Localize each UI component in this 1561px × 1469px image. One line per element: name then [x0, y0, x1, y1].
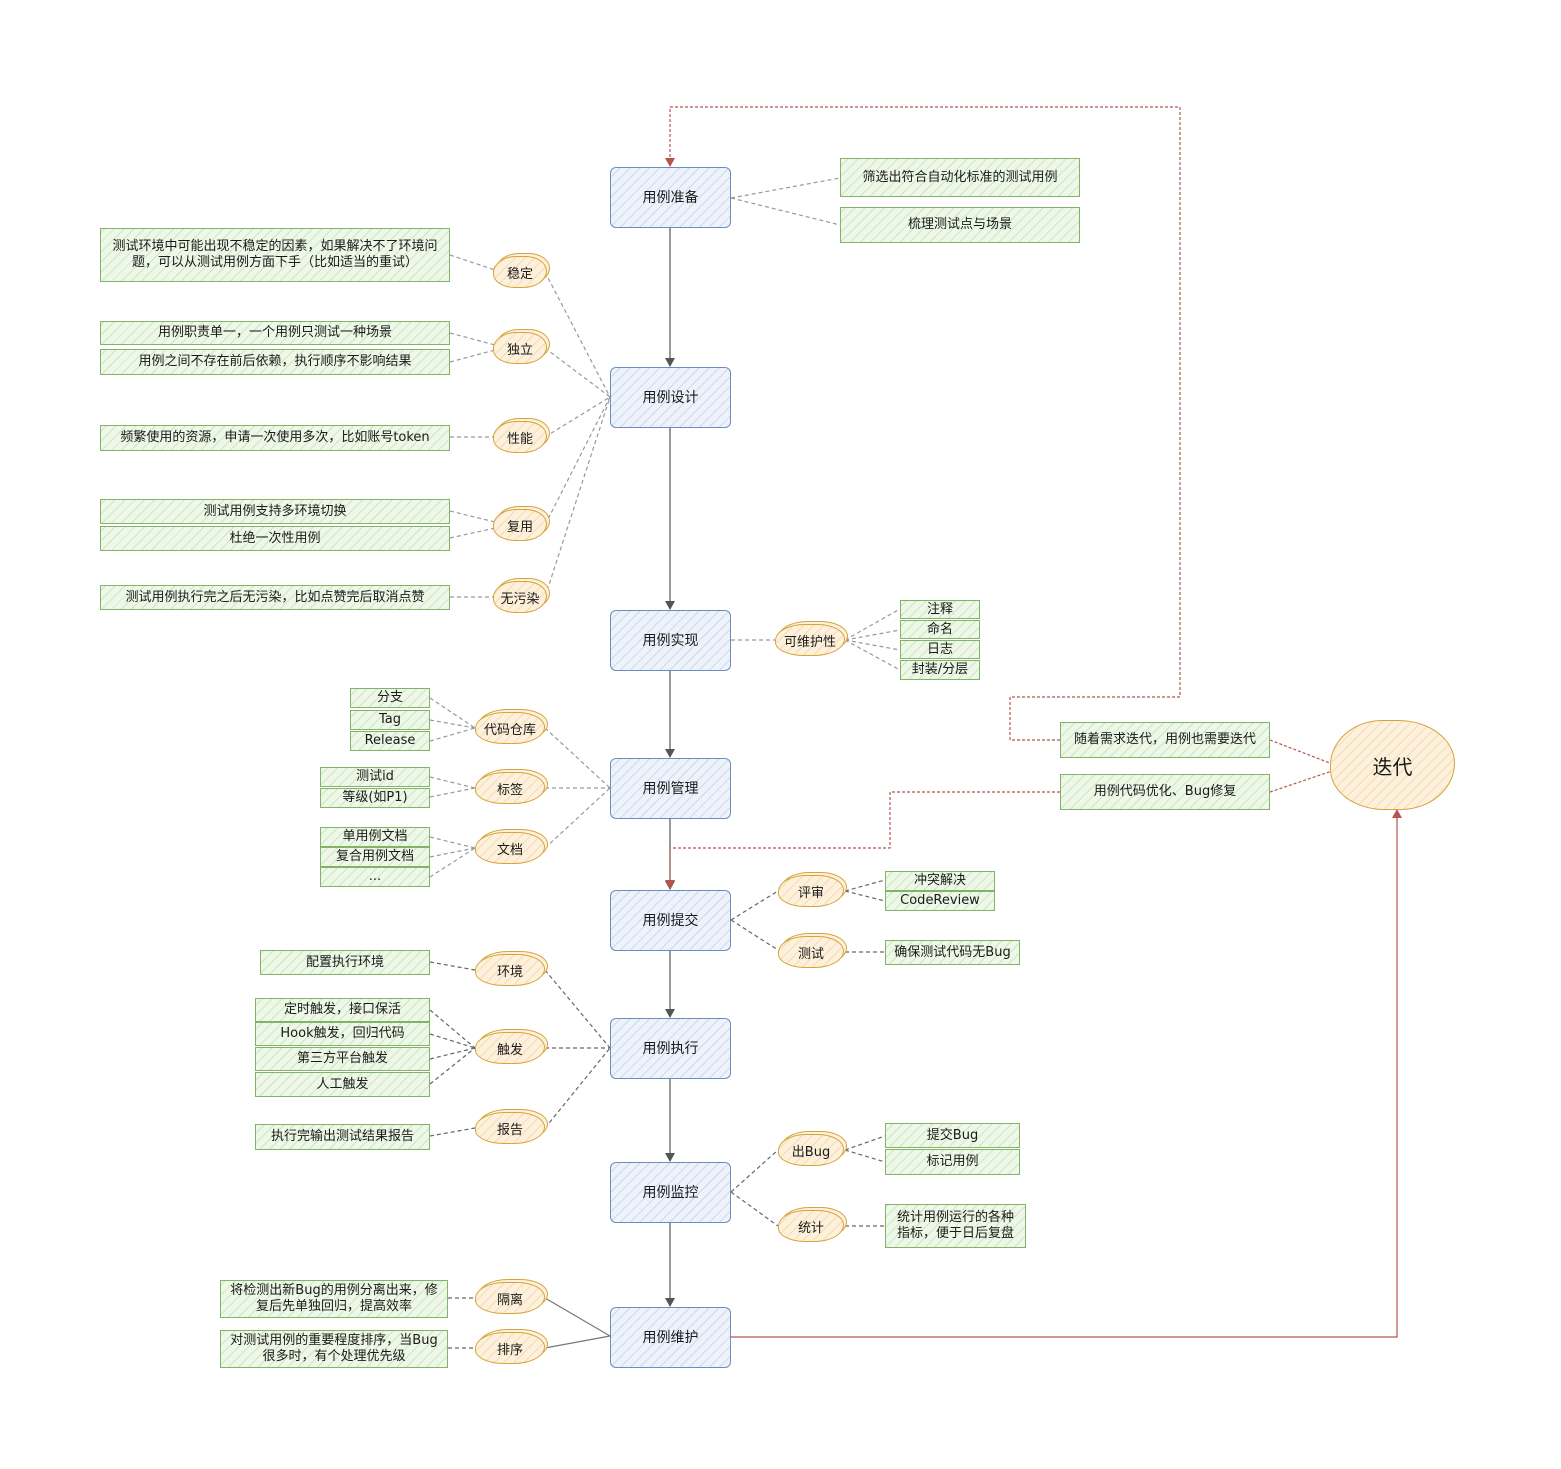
submit-test-cloud: 测试	[778, 936, 844, 968]
execute-report-cloud: 报告	[475, 1112, 545, 1144]
iteration-item-optimize: 用例代码优化、Bug修复	[1060, 774, 1270, 810]
step-implement[interactable]: 用例实现	[610, 610, 731, 671]
manage-tag-id: 测试id	[320, 767, 430, 787]
manage-doc-single: 单用例文档	[320, 827, 430, 847]
execute-env-cloud: 环境	[475, 954, 545, 986]
manage-tag-cloud: 标签	[475, 772, 545, 804]
execute-trigger-cloud: 触发	[475, 1032, 545, 1064]
manage-doc-more: ...	[320, 867, 430, 887]
execute-report-text: 执行完输出测试结果报告	[255, 1124, 430, 1150]
step-prepare[interactable]: 用例准备	[610, 167, 731, 228]
implement-item-layering: 封装/分层	[900, 660, 980, 680]
step-monitor[interactable]: 用例监控	[610, 1162, 731, 1223]
step-execute[interactable]: 用例执行	[610, 1018, 731, 1079]
design-performance-cloud: 性能	[493, 421, 547, 453]
implement-item-log: 日志	[900, 640, 980, 659]
manage-repo-release: Release	[350, 731, 430, 751]
prepare-sort-points: 梳理测试点与场景	[840, 207, 1080, 243]
manage-repo-branch: 分支	[350, 688, 430, 708]
loop-to-submit	[665, 791, 1060, 889]
design-clean-cloud: 无污染	[493, 581, 547, 613]
step-submit[interactable]: 用例提交	[610, 890, 731, 951]
execute-env-text: 配置执行环境	[260, 950, 430, 975]
execute-trigger-thirdparty: 第三方平台触发	[255, 1047, 430, 1071]
execute-trigger-schedule: 定时触发，接口保活	[255, 998, 430, 1022]
design-reuse-item-1: 测试用例支持多环境切换	[100, 499, 450, 524]
submit-review-codereview: CodeReview	[885, 891, 995, 911]
manage-repo-cloud: 代码仓库	[475, 712, 545, 744]
maintain-isolate-cloud: 隔离	[475, 1282, 545, 1314]
step-manage[interactable]: 用例管理	[610, 758, 731, 819]
implement-maintainability-cloud: 可维护性	[775, 624, 845, 656]
design-reuse-item-2: 杜绝一次性用例	[100, 526, 450, 551]
maintain-sort-text: 对测试用例的重要程度排序，当Bug很多时，有个处理优先级	[220, 1330, 448, 1368]
loop-to-prepare	[665, 106, 1181, 741]
design-reuse-cloud: 复用	[493, 509, 547, 541]
iteration-cloud: 迭代	[1330, 720, 1455, 810]
design-independent-item-1: 用例职责单一，一个用例只测试一种场景	[100, 321, 450, 345]
maintain-isolate-text: 将检测出新Bug的用例分离出来，修复后先单独回归，提高效率	[220, 1280, 448, 1318]
execute-trigger-manual: 人工触发	[255, 1072, 430, 1097]
manage-doc-cloud: 文档	[475, 832, 545, 864]
design-performance-text: 频繁使用的资源，申请一次使用多次，比如账号token	[100, 425, 450, 451]
design-stable-cloud: 稳定	[493, 256, 547, 288]
step-maintain[interactable]: 用例维护	[610, 1307, 731, 1368]
submit-review-conflict: 冲突解决	[885, 871, 995, 891]
manage-tag-level: 等级(如P1)	[320, 788, 430, 808]
prepare-filter: 筛选出符合自动化标准的测试用例	[840, 158, 1080, 197]
implement-item-naming: 命名	[900, 620, 980, 639]
execute-trigger-hook: Hook触发，回归代码	[255, 1022, 430, 1046]
design-stable-text: 测试环境中可能出现不稳定的因素，如果解决不了环境问题，可以从测试用例方面下手（比…	[100, 228, 450, 282]
maintain-sort-cloud: 排序	[475, 1332, 545, 1364]
iteration-item-demand: 随着需求迭代，用例也需要迭代	[1060, 722, 1270, 758]
step-design[interactable]: 用例设计	[610, 367, 731, 428]
manage-repo-tag: Tag	[350, 710, 430, 730]
design-independent-item-2: 用例之间不存在前后依赖，执行顺序不影响结果	[100, 349, 450, 375]
implement-item-comment: 注释	[900, 600, 980, 619]
monitor-stats-text: 统计用例运行的各种指标，便于日后复盘	[885, 1204, 1026, 1248]
manage-doc-composite: 复合用例文档	[320, 847, 430, 867]
submit-test-text: 确保测试代码无Bug	[885, 940, 1020, 965]
design-independent-cloud: 独立	[493, 332, 547, 364]
submit-review-cloud: 评审	[778, 875, 844, 907]
design-clean-text: 测试用例执行完之后无污染，比如点赞完后取消点赞	[100, 585, 450, 610]
monitor-bug-mark: 标记用例	[885, 1149, 1020, 1175]
monitor-stats-cloud: 统计	[778, 1210, 844, 1242]
monitor-bug-cloud: 出Bug	[778, 1134, 844, 1166]
maintain-to-iteration	[731, 809, 1402, 1338]
monitor-bug-submit: 提交Bug	[885, 1123, 1020, 1148]
